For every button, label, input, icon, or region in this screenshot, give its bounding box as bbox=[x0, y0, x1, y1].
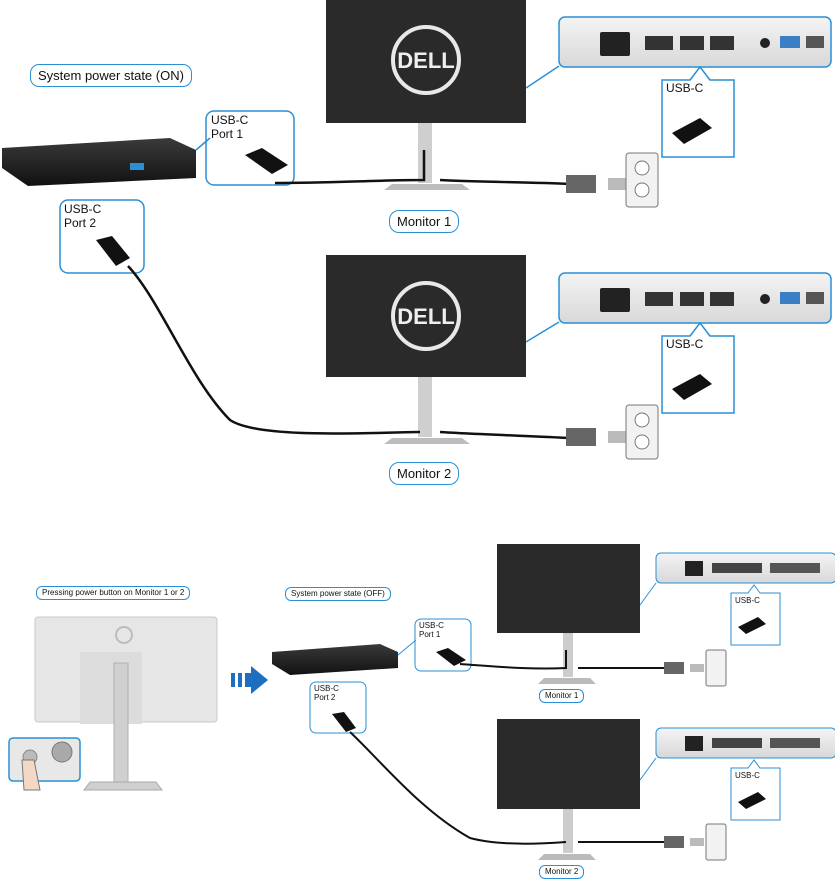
pressing-power-button-label: Pressing power button on Monitor 1 or 2 bbox=[36, 586, 191, 600]
port2-small-port-text: Port 2 bbox=[314, 693, 336, 703]
monitor-1-small bbox=[497, 544, 640, 684]
arrow-right-icon bbox=[231, 666, 268, 694]
port2-usbc-text: USB-C bbox=[64, 202, 102, 216]
dock-top bbox=[2, 138, 196, 186]
usbc-callout-monitor1-text: USB-C bbox=[666, 81, 704, 95]
port1-small-callout-text: USB-C Port 1 bbox=[419, 621, 444, 639]
svg-text:DELL: DELL bbox=[397, 48, 454, 73]
svg-text:DELL: DELL bbox=[397, 304, 454, 329]
port2-port-text: Port 2 bbox=[64, 215, 97, 230]
port1-port-text: Port 1 bbox=[211, 126, 244, 141]
power-outlet-icon bbox=[566, 152, 659, 208]
port-panel-top-2 bbox=[558, 272, 832, 324]
monitor-1-label: Monitor 1 bbox=[389, 210, 460, 233]
port2-small-usbc-text: USB-C bbox=[314, 684, 339, 693]
monitor-1-small-label: Monitor 1 bbox=[539, 689, 585, 703]
port2-callout-text: USB-C Port 2 bbox=[64, 202, 102, 231]
port1-small-usbc-text: USB-C bbox=[419, 621, 444, 630]
monitor-rear-view bbox=[8, 616, 218, 791]
monitor-1-front: DELL bbox=[326, 0, 526, 190]
port1-usbc-text: USB-C bbox=[211, 113, 249, 127]
dock-bottom bbox=[272, 644, 398, 675]
system-power-state-on-label: System power state (ON) bbox=[30, 64, 192, 87]
monitor-2-small bbox=[497, 719, 640, 860]
port-panel-bottom-1 bbox=[655, 552, 835, 584]
port2-small-callout-text: USB-C Port 2 bbox=[314, 684, 339, 702]
port1-small-port-text: Port 1 bbox=[419, 630, 441, 640]
usbc-small-callout-1-text: USB-C bbox=[735, 596, 760, 605]
dell-logo-icon bbox=[391, 281, 461, 351]
system-power-state-off-label: System power state (OFF) bbox=[285, 587, 391, 601]
monitor-2-small-label: Monitor 2 bbox=[539, 865, 585, 879]
usbc-small-callout-2-text: USB-C bbox=[735, 771, 760, 780]
dell-logo-icon bbox=[391, 25, 461, 95]
port-panel-bottom-2 bbox=[655, 727, 835, 759]
power-outlet-icon bbox=[566, 404, 659, 460]
port-panel-top-1 bbox=[558, 16, 832, 68]
power-outlet-icon bbox=[664, 649, 727, 687]
monitor-2-front: DELL bbox=[326, 255, 526, 444]
power-outlet-icon bbox=[664, 823, 727, 861]
usbc-callout-monitor2-text: USB-C bbox=[666, 337, 704, 351]
port1-callout-text: USB-C Port 1 bbox=[211, 113, 249, 142]
monitor-2-label: Monitor 2 bbox=[389, 462, 460, 485]
